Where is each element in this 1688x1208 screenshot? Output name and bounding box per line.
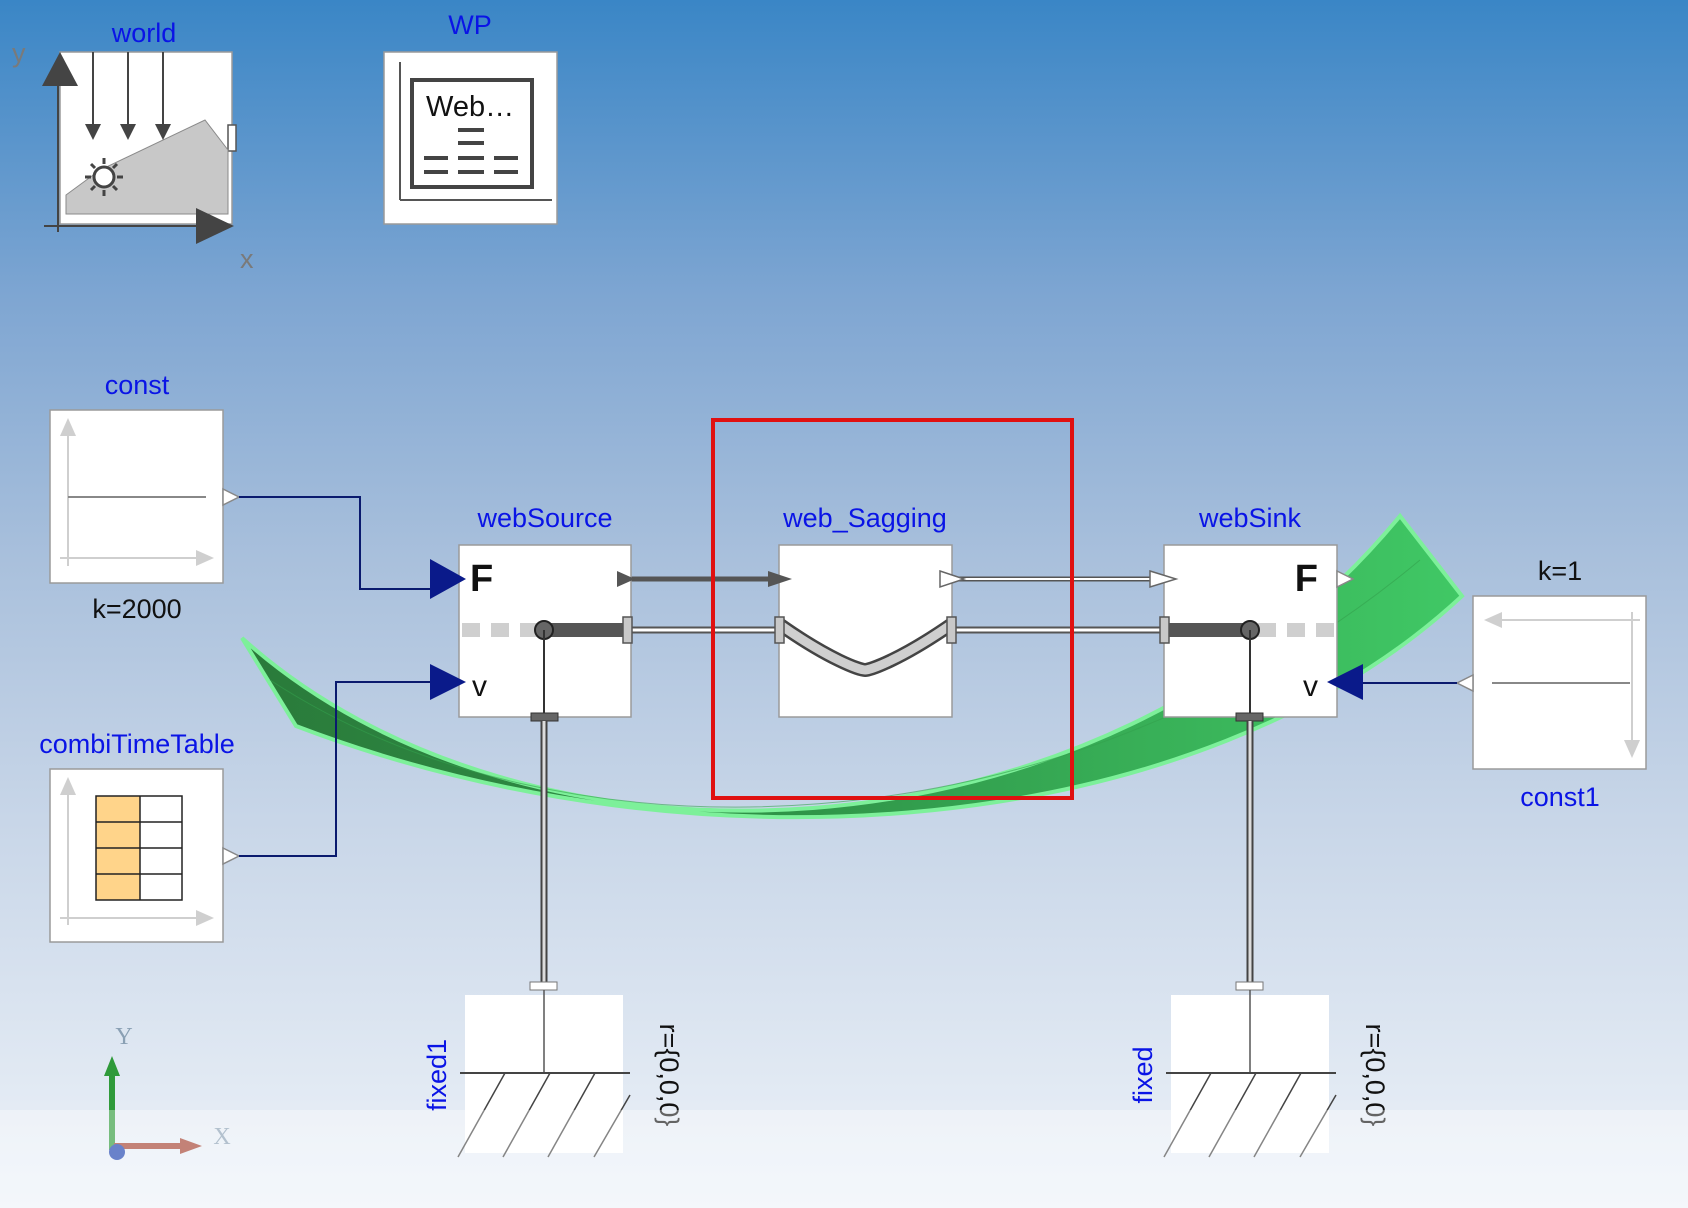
fixed-frame-port[interactable]: [1235, 981, 1264, 991]
websink-f-output-port[interactable]: [1336, 569, 1355, 589]
websink-label: webSink: [1198, 503, 1302, 533]
world-axis-x-label: x: [240, 244, 254, 274]
const1-block[interactable]: k=1 const1: [1455, 556, 1647, 812]
fixed-label: fixed: [1128, 1046, 1158, 1103]
websource-block[interactable]: F v webSource: [430, 503, 635, 722]
const-label: const: [105, 370, 170, 400]
combitimetable-label: combiTimeTable: [39, 729, 235, 759]
support-rods: [540, 721, 1254, 985]
websink-v-input-port[interactable]: [1327, 664, 1363, 700]
world-block[interactable]: world y x: [12, 18, 254, 274]
const1-output-port[interactable]: [1455, 673, 1474, 693]
websink-web-input-port[interactable]: [1149, 569, 1179, 589]
fixed1-block[interactable]: fixed1 r={0,0,0}: [422, 981, 684, 1158]
fixed1-param: r={0,0,0}: [654, 1024, 684, 1127]
sun-gear-icon: [85, 158, 123, 196]
selection-rectangle: [711, 418, 1074, 800]
combitimetable-block[interactable]: combiTimeTable: [39, 729, 241, 943]
websource-port-v-label: v: [472, 670, 487, 703]
web-sagging-label: web_Sagging: [782, 503, 947, 533]
web-sagging-web-output-port[interactable]: [939, 569, 967, 589]
const1-param: k=1: [1538, 556, 1582, 586]
websink-port-v-label: v: [1303, 670, 1318, 703]
world-axis-y-label: y: [12, 38, 26, 68]
fixed-param: r={0,0,0}: [1360, 1024, 1390, 1127]
websource-v-input-port[interactable]: [430, 664, 466, 700]
const-output-port[interactable]: [222, 487, 241, 507]
websource-frame-b-port[interactable]: [622, 616, 633, 644]
websink-block[interactable]: F v webSink: [1149, 503, 1363, 722]
triad-y-label: Y: [115, 1024, 132, 1050]
web-sagging-frame-b-port[interactable]: [946, 616, 957, 644]
websource-support-port[interactable]: [530, 712, 559, 722]
wp-label: WP: [448, 10, 492, 40]
coordinate-triad: Y X: [104, 1024, 231, 1160]
websink-frame-a-port[interactable]: [1159, 616, 1170, 644]
world-label: world: [111, 18, 177, 48]
wp-block[interactable]: Web… WP: [383, 10, 558, 225]
websink-support-port[interactable]: [1235, 712, 1264, 722]
const1-label: const1: [1520, 782, 1600, 812]
triad-x-label: X: [213, 1124, 230, 1150]
websource-label: webSource: [476, 503, 612, 533]
web-sagging-web-input-port[interactable]: [768, 571, 792, 587]
fixed1-frame-port[interactable]: [529, 981, 558, 991]
websink-port-f-label: F: [1295, 558, 1318, 600]
websource-web-output-port[interactable]: [617, 571, 635, 587]
const-block[interactable]: const k=2000: [49, 370, 241, 624]
websource-port-f-label: F: [470, 558, 493, 600]
fixed-block[interactable]: fixed r={0,0,0}: [1128, 981, 1390, 1158]
websource-f-input-port[interactable]: [430, 559, 466, 599]
web-sagging-frame-a-port[interactable]: [774, 616, 785, 644]
const-param: k=2000: [92, 594, 181, 624]
web-sagging-block[interactable]: web_Sagging: [768, 503, 967, 718]
wp-screen-text: Web…: [426, 91, 514, 123]
fixed1-label: fixed1: [422, 1039, 452, 1111]
combitimetable-output-port[interactable]: [222, 846, 241, 866]
